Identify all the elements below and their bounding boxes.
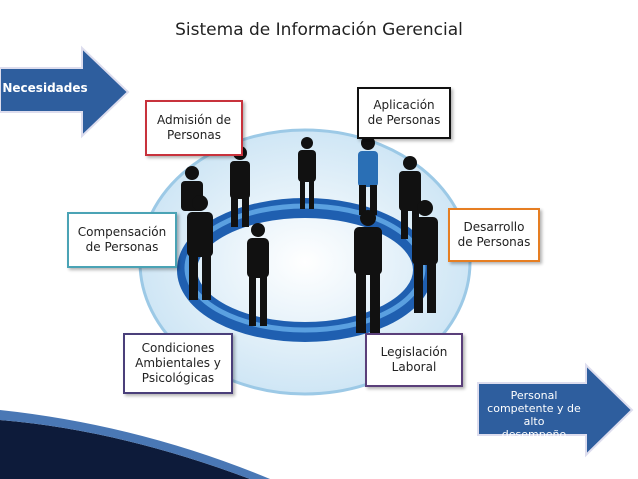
box-text: de Personas (457, 235, 531, 249)
box-text: Psicológicas (141, 371, 215, 385)
box-text: Aplicación (373, 98, 435, 112)
box-text: Personas (167, 128, 221, 142)
box-text: Condiciones (141, 341, 215, 355)
output-line: competente y de alto (487, 402, 581, 428)
box-text: de Personas (85, 240, 159, 254)
box-text: Admisión de (157, 113, 231, 127)
box-text: de Personas (367, 113, 441, 127)
output-arrow-label: Personal competente y de alto desempeño (480, 389, 588, 441)
output-line: Personal (510, 389, 558, 402)
needs-arrow (0, 45, 130, 139)
box-text: Legislación (380, 345, 448, 359)
output-arrow (477, 362, 634, 458)
box-text: Laboral (391, 360, 437, 374)
box-text: Ambientales y (135, 356, 221, 370)
output-line: desempeño (501, 428, 567, 441)
decorative-swoosh (0, 420, 250, 479)
people-silhouettes (181, 136, 438, 333)
box-text: Desarrollo (463, 220, 525, 234)
page-title: Sistema de Información Gerencial (175, 20, 463, 40)
box-text: Compensación (77, 225, 167, 239)
needs-arrow-label: Necesidades (2, 81, 88, 95)
